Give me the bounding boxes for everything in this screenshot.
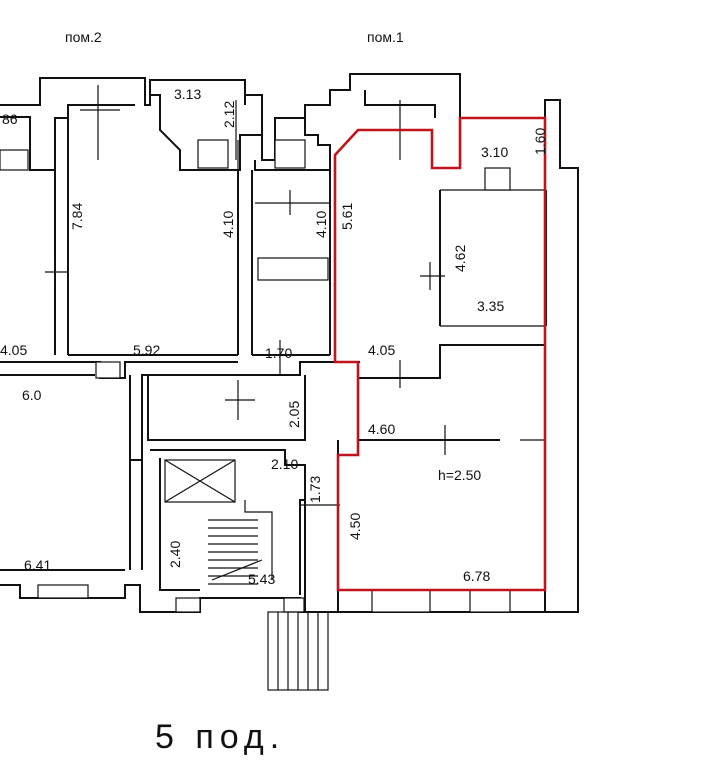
stairs bbox=[208, 519, 329, 691]
dimension-label: 3.35 bbox=[477, 298, 504, 314]
dimension-label: 3.13 bbox=[174, 86, 201, 102]
dimension-label: 1.70 bbox=[265, 345, 292, 361]
dimension-label: 6.41 bbox=[24, 557, 51, 573]
dimension-label: 4.10 bbox=[220, 211, 236, 238]
dimension-label: 4.05 bbox=[0, 342, 27, 358]
highlighted-premises bbox=[333, 116, 547, 592]
dimension-label: 1.60 bbox=[532, 128, 548, 155]
dimension-label: 2.10 bbox=[271, 456, 298, 472]
dimension-labels: 86 3.13 2.12 3.10 1.60 7.84 4.10 4.10 5.… bbox=[0, 86, 548, 587]
door-marks bbox=[45, 85, 446, 506]
dimension-label: 2.40 bbox=[167, 541, 183, 568]
dimension-label: 2.05 bbox=[286, 401, 302, 428]
dimension-label: 4.10 bbox=[313, 211, 329, 238]
dimension-label: 1.73 bbox=[307, 476, 323, 503]
dimension-label: 5.61 bbox=[339, 203, 355, 230]
dimension-label: 4.60 bbox=[368, 421, 395, 437]
dimension-label: 7.84 bbox=[69, 203, 85, 230]
dimension-label: 4.05 bbox=[368, 342, 395, 358]
dimension-label: 5.43 bbox=[248, 571, 275, 587]
entrance-label: 5 под. bbox=[155, 718, 285, 756]
dimension-label: 3.10 bbox=[481, 144, 508, 160]
dimension-label: 6.78 bbox=[463, 568, 490, 584]
dimension-label: 5.92 bbox=[133, 342, 160, 358]
dimension-label: 2.12 bbox=[221, 101, 237, 128]
dimension-label: 86 bbox=[2, 111, 18, 127]
dimension-label: 6.0 bbox=[22, 387, 42, 403]
labels: пом.2 пом.1 5 под. bbox=[65, 29, 404, 756]
room-label-pom2: пом.2 bbox=[65, 29, 102, 45]
dimension-label: h=2.50 bbox=[438, 467, 481, 483]
dimension-label: 4.50 bbox=[347, 513, 363, 540]
room-label-pom1: пом.1 bbox=[367, 29, 404, 45]
dimension-label: 4.62 bbox=[452, 245, 468, 272]
